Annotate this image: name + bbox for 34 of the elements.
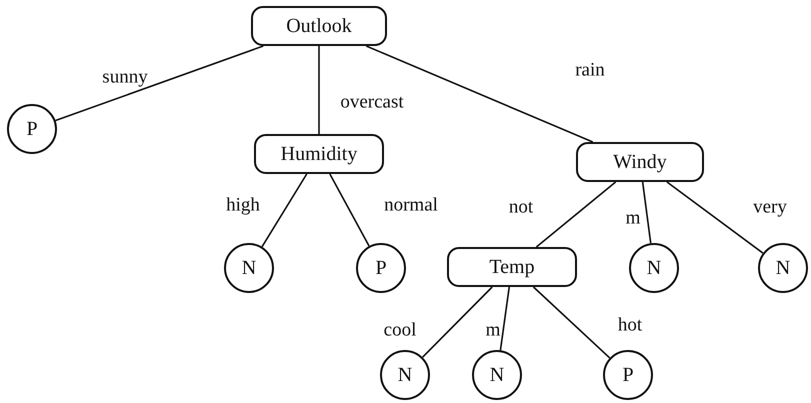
branch-line [55,45,264,122]
decision-box: Humidity [254,134,384,174]
branch-line [318,46,320,134]
edge-label: normal [384,196,438,214]
edge-label: m [626,208,640,228]
leaf-circle: N [758,243,808,293]
edge-label: m [486,320,500,340]
edge-label: cool [384,320,416,340]
edge-label: very [753,198,787,216]
branch-line [666,181,764,254]
branch-line [261,174,308,248]
leaf-circle: N [472,350,522,400]
edge-label: high [226,196,260,214]
leaf-circle: N [224,243,274,293]
branch-line [366,45,594,143]
decision-box: Windy [576,142,704,182]
branch-line [422,286,493,358]
branch-line [642,182,652,244]
edge-label: hot [618,316,642,334]
leaf-circle: P [7,104,57,154]
decision-box: Outlook [251,6,387,46]
branch-line [500,286,510,350]
branch-line [532,286,610,359]
edge-label: not [508,198,534,216]
branch-line [536,181,616,248]
edge-label: sunny [102,68,148,86]
edge-label: overcast [340,92,404,112]
branch-line [329,174,370,246]
leaf-circle: N [380,350,430,400]
leaf-circle: P [356,243,406,293]
leaf-circle: N [629,243,679,293]
edge-label: rain [575,60,605,80]
decision-box: Temp [447,247,577,287]
leaf-circle: P [603,350,653,400]
